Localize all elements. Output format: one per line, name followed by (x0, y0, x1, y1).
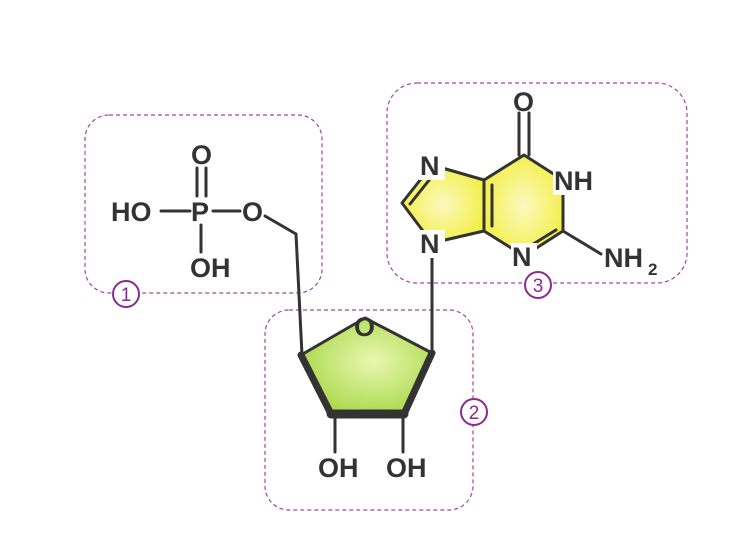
badge-1-number: 1 (121, 285, 132, 306)
ribose-ring-o-label: O (354, 312, 375, 342)
ribose-sugar: O OH OH (297, 312, 436, 483)
badge-1: 1 (112, 280, 140, 308)
ribose-oh-left-label: OH (318, 453, 359, 483)
phosphate-group: HO P O O OH (111, 140, 298, 283)
badge-3-number: 3 (533, 276, 544, 297)
badge-2-number: 2 (469, 403, 480, 424)
badge-2: 2 (460, 398, 488, 426)
guanine-o-label: O (513, 87, 534, 117)
phosphate-oh-label: OH (190, 253, 231, 283)
phosphate-group-box (84, 114, 323, 294)
ch2-linker-bond (294, 232, 304, 357)
guanine-n9-label: N (420, 229, 440, 259)
phosphate-p-label: P (191, 197, 209, 227)
ribose-oh-right-label: OH (386, 453, 427, 483)
guanine-base: O N N N NH NH 2 (400, 87, 657, 279)
phosphate-ho-label: HO (111, 197, 152, 227)
guanine-nh-label: NH (554, 166, 593, 196)
guanine-six-ring (482, 153, 565, 258)
guanine-n7-label: N (420, 151, 440, 181)
guanine-nh2-label: NH (604, 243, 643, 273)
phosphate-o-ester-label: O (242, 197, 263, 227)
phosphate-o-double-label: O (191, 140, 212, 170)
guanine-n3-label: N (512, 242, 532, 272)
guanine-nh2-subscript: 2 (648, 260, 657, 279)
base-group-box (386, 82, 688, 284)
badge-3: 3 (524, 271, 552, 299)
